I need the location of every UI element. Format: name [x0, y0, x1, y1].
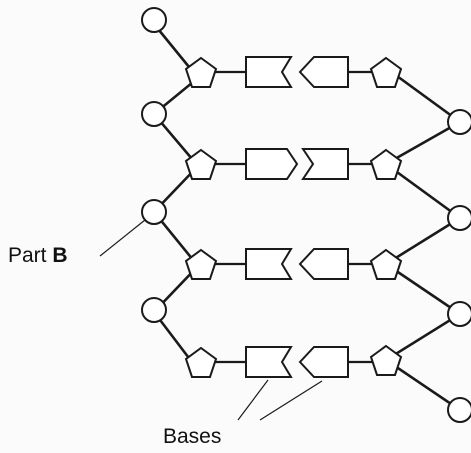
base-shape [245, 148, 299, 180]
part-b-callout: Part B [8, 219, 146, 267]
base-pairs [245, 56, 349, 378]
sugar-pentagon [184, 56, 218, 88]
bases-leader-line [259, 380, 323, 421]
base-shape [245, 56, 293, 88]
phosphate-circle [447, 397, 471, 423]
sugar-pentagon [369, 344, 403, 376]
sugar-pentagon [184, 248, 218, 280]
phosphate-circle [141, 199, 167, 225]
phosphate-circle [447, 205, 471, 231]
phosphate-circle [141, 101, 167, 127]
sugar-pentagon [369, 56, 403, 88]
bases-callout: Bases [163, 379, 323, 448]
bases-leader-line [237, 379, 269, 421]
base-shape [301, 148, 349, 180]
phosphate-circle [141, 297, 167, 323]
sugar-pentagon [184, 148, 218, 180]
base-shape [298, 248, 349, 280]
phosphate-groups [141, 7, 471, 423]
right-backbone [383, 66, 463, 412]
phosphate-circle [141, 7, 167, 33]
sugar-pentagon [369, 248, 403, 280]
phosphate-circle [447, 301, 471, 327]
base-shape [245, 346, 293, 378]
sugar-pentagon [184, 346, 218, 378]
base-shape [298, 346, 349, 378]
base-shape [245, 248, 293, 280]
part-b-leader-line [99, 219, 146, 257]
sugar-groups [184, 56, 403, 378]
bases-label: Bases [163, 425, 221, 448]
rung-connectors [212, 70, 374, 364]
phosphate-circle [447, 109, 471, 135]
sugar-pentagon [369, 148, 403, 180]
part-b-label: Part B [8, 244, 68, 267]
base-shape [298, 56, 349, 88]
